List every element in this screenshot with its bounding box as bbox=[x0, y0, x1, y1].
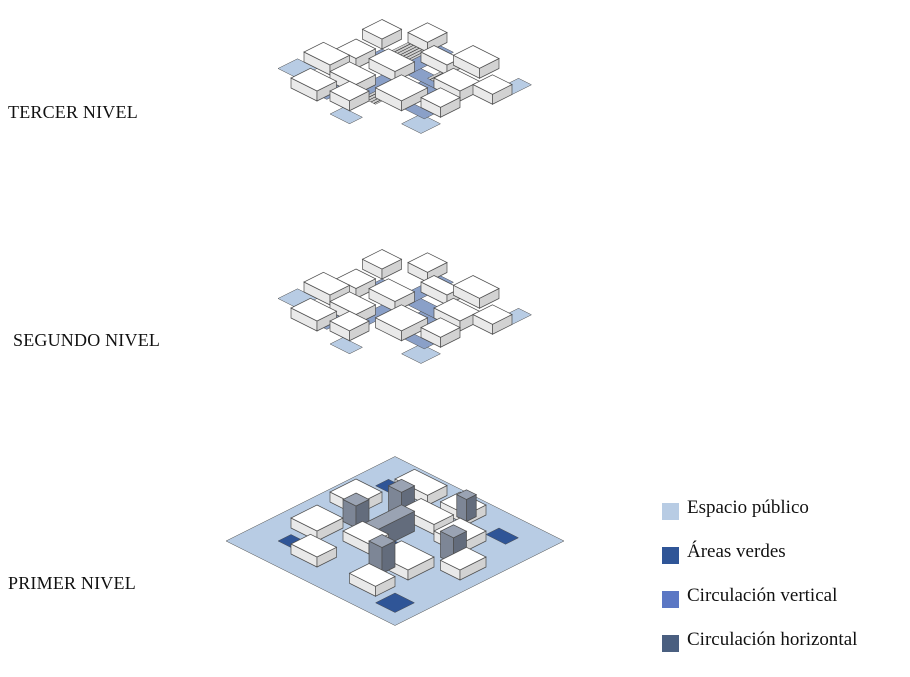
building-block-top bbox=[374, 304, 429, 332]
building-block-top bbox=[348, 563, 396, 587]
building-block bbox=[290, 504, 344, 542]
green-area bbox=[485, 527, 520, 545]
building-block bbox=[374, 74, 429, 112]
building-block bbox=[452, 275, 500, 309]
building-block bbox=[439, 546, 487, 581]
void-hatch-line bbox=[429, 72, 444, 80]
legend-label: Espacio público bbox=[687, 497, 809, 518]
third-level-diagram bbox=[277, 19, 533, 134]
label-third-level: TERCER NIVEL bbox=[8, 102, 138, 122]
building-block bbox=[420, 87, 461, 118]
second-level-diagram bbox=[277, 249, 533, 364]
building-block-top bbox=[329, 80, 370, 102]
building-block bbox=[290, 67, 338, 102]
building-block-top bbox=[290, 533, 338, 558]
building-block bbox=[290, 533, 338, 568]
circulation-core-tower bbox=[342, 492, 370, 529]
building-block-top bbox=[407, 22, 448, 43]
building-block-top bbox=[407, 252, 448, 273]
void-hatch-line bbox=[402, 47, 420, 57]
void-hatch-line bbox=[397, 44, 414, 54]
building-block-top bbox=[303, 271, 351, 296]
building-block-top bbox=[452, 275, 500, 299]
building-block-top bbox=[374, 74, 429, 102]
first-level-diagram bbox=[225, 456, 565, 626]
legend-swatch-areas-verdes bbox=[662, 547, 679, 564]
building-block-top bbox=[361, 249, 403, 270]
void-hatch-line bbox=[400, 46, 417, 56]
legend-label: Circulación horizontal bbox=[687, 629, 858, 650]
building-block bbox=[420, 317, 461, 348]
legend-swatch-circulacion-vertical bbox=[662, 591, 679, 608]
legend-label: Áreas verdes bbox=[687, 541, 786, 562]
green-area bbox=[374, 592, 416, 613]
label-first-level: PRIMER NIVEL bbox=[8, 573, 136, 593]
building-block bbox=[374, 304, 429, 342]
building-block-top bbox=[290, 504, 344, 532]
building-block bbox=[329, 310, 370, 342]
building-block bbox=[329, 80, 370, 112]
circulation-core-tower-top bbox=[439, 524, 468, 539]
building-block-top bbox=[368, 278, 416, 302]
building-block-top bbox=[290, 67, 338, 92]
building-block-top bbox=[472, 304, 513, 325]
building-block-top bbox=[303, 41, 351, 66]
building-block bbox=[472, 74, 513, 105]
public-space-patch bbox=[329, 107, 364, 125]
building-block-top bbox=[439, 546, 487, 571]
building-block-top bbox=[400, 498, 455, 525]
label-second-level: SEGUNDO NIVEL bbox=[13, 330, 161, 350]
building-block-top bbox=[329, 310, 370, 332]
building-block-top bbox=[472, 74, 513, 95]
void-hatch-line bbox=[405, 49, 423, 59]
building-block bbox=[472, 304, 513, 335]
circulation-core-tower-top bbox=[387, 478, 416, 493]
void-hatch-line bbox=[394, 43, 411, 53]
building-block bbox=[348, 563, 396, 597]
public-space-patch bbox=[400, 343, 442, 364]
building-block-top bbox=[433, 67, 481, 92]
building-block-top bbox=[368, 48, 416, 72]
circulation-core-tower-top bbox=[456, 489, 478, 500]
public-space-patch bbox=[329, 337, 364, 355]
building-block-top bbox=[420, 317, 461, 338]
building-block-top bbox=[420, 275, 461, 296]
public-space-patch bbox=[400, 113, 442, 134]
building-block-top bbox=[420, 87, 461, 108]
building-block-top bbox=[290, 297, 338, 322]
legend-label: Circulación vertical bbox=[687, 585, 838, 606]
building-block bbox=[361, 19, 403, 50]
circulation-core-tower-top bbox=[342, 492, 370, 507]
circulation-core-tower-top bbox=[368, 534, 396, 548]
circulation-core-tower bbox=[456, 489, 478, 523]
building-block-top bbox=[361, 19, 403, 40]
building-block bbox=[361, 249, 403, 280]
building-block-top bbox=[420, 45, 461, 66]
building-block-top bbox=[394, 468, 448, 496]
building-block bbox=[290, 297, 338, 332]
building-block bbox=[303, 271, 351, 306]
legend-swatch-circulacion-horizontal bbox=[662, 635, 679, 652]
building-block-top bbox=[433, 297, 481, 322]
building-block-top bbox=[452, 45, 500, 69]
legend-swatch-espacio-publico bbox=[662, 503, 679, 520]
building-block bbox=[452, 45, 500, 79]
